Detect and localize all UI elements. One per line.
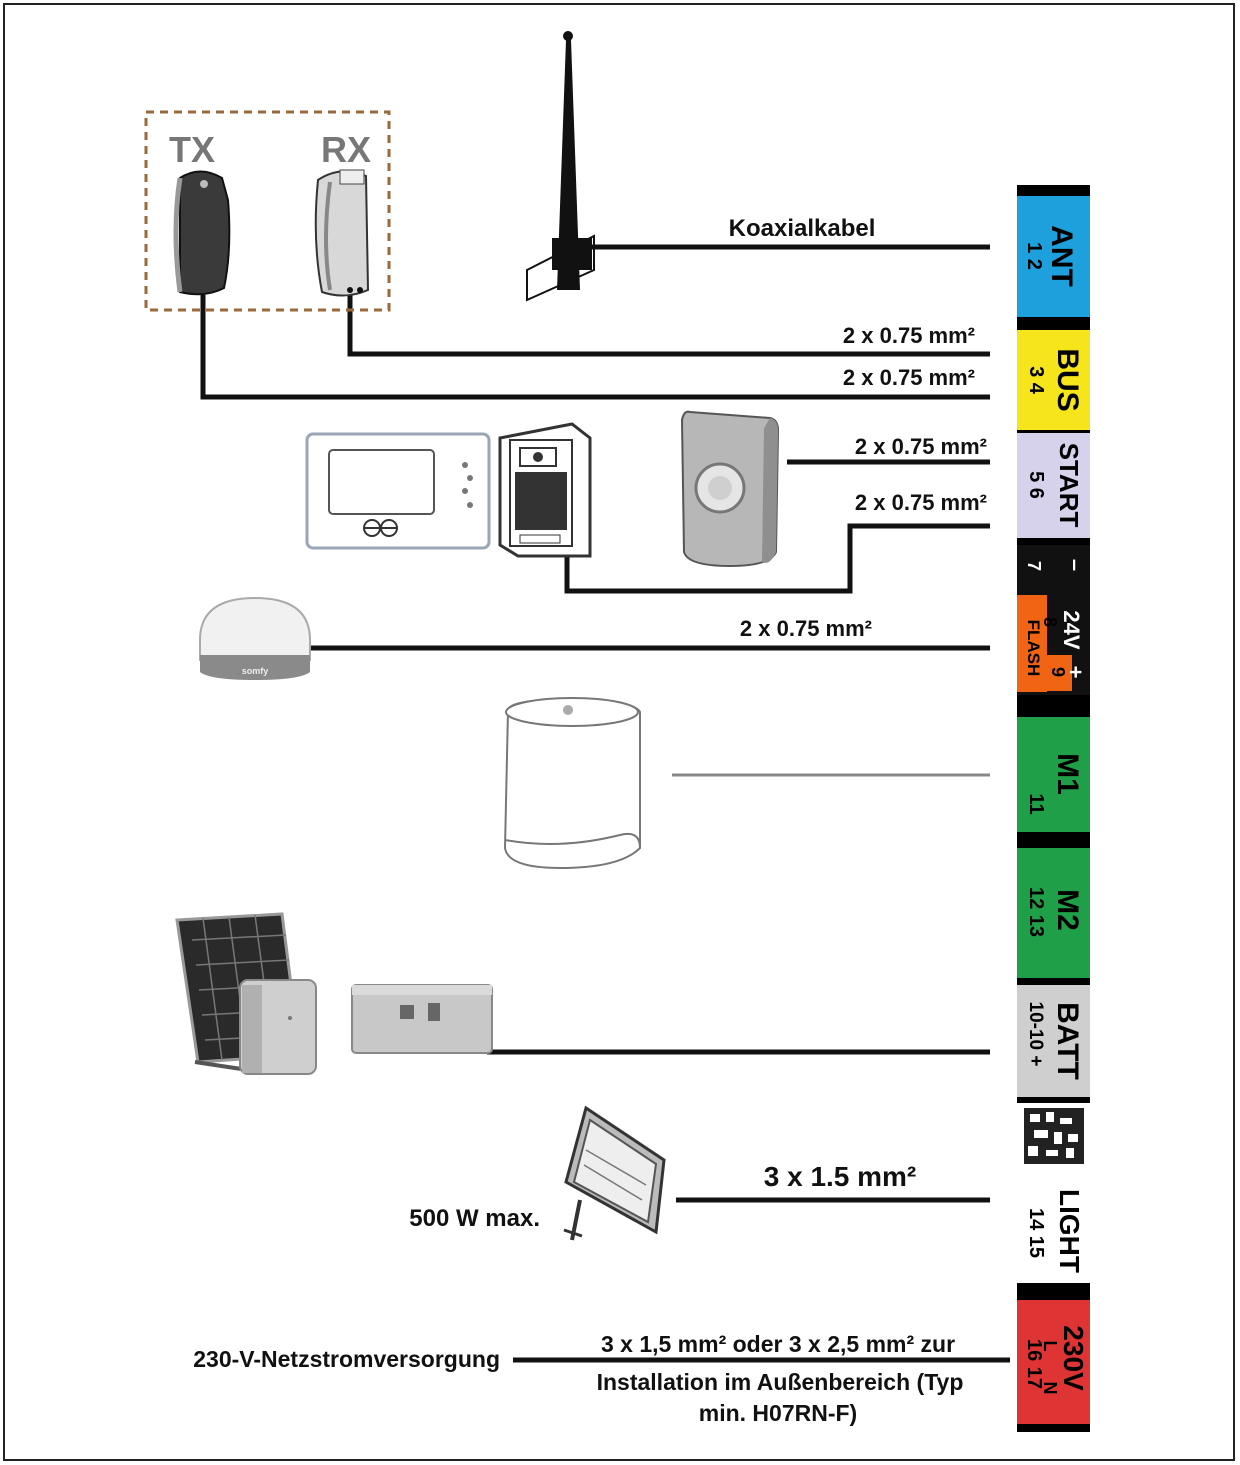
terminal-bus-pins: 3 4 — [1025, 366, 1047, 395]
terminal-ant-name: ANT — [1045, 225, 1078, 287]
terminal-24v-minus: – — [1063, 559, 1088, 571]
cable-label-start-1: 2 x 0.75 mm² — [855, 434, 987, 459]
battery-pack-icon — [351, 984, 493, 1054]
wire-start-2 — [564, 523, 990, 594]
terminal-ant — [1017, 196, 1090, 317]
key-switch-icon — [680, 410, 780, 568]
qr-code-icon — [1024, 1108, 1084, 1164]
cable-label-mains-line3: min. H07RN-F) — [699, 1400, 857, 1426]
cable-label-mains-line1: 3 x 1,5 mm² oder 3 x 2,5 mm² zur — [601, 1331, 955, 1357]
terminal-230v-pins: 16 17 — [1023, 1339, 1045, 1389]
cable-label-light: 3 x 1.5 mm² — [764, 1161, 917, 1192]
terminal-batt-pins: 10-10 + — [1025, 1002, 1046, 1067]
intercom-doorstation-icon — [498, 422, 592, 558]
photocell-dashed-box — [144, 110, 391, 312]
floodlight-icon — [563, 1105, 666, 1241]
terminal-230v-n: N — [1040, 1382, 1060, 1395]
cable-label-start-2: 2 x 0.75 mm² — [855, 490, 987, 515]
cable-label-mains-line2: Installation im Außenbereich (Typ — [597, 1369, 964, 1395]
terminal-24v-plus: + — [1063, 666, 1088, 679]
rx-label: RX — [321, 129, 371, 170]
photocell-tx-icon — [173, 170, 231, 296]
terminal-230v-l: L — [1040, 1341, 1060, 1352]
terminal-24v-name: 24V — [1059, 610, 1084, 649]
flashing-light-brand: somfy — [242, 666, 269, 676]
wire-tx — [200, 295, 990, 400]
photocell-rx-icon — [314, 169, 370, 297]
terminal-start — [1017, 433, 1090, 538]
photocell-group: TX RX — [144, 110, 391, 312]
terminal-light — [1017, 1169, 1090, 1283]
terminal-m1 — [1017, 717, 1090, 832]
terminal-pin7: 7 — [1024, 561, 1044, 571]
cable-label-antenna: Koaxialkabel — [729, 215, 876, 242]
diagram-frame — [3, 3, 1235, 1461]
terminal-start-pins: 5 6 — [1025, 471, 1047, 499]
terminal-strip: ANT 1 2 BUS 3 4 START 5 6 24V – + 7 8 9 … — [1017, 185, 1090, 1432]
terminal-m1-pins: 11 — [1025, 793, 1047, 814]
flashing-light-icon: somfy — [199, 596, 311, 680]
cable-label-rx: 2 x 0.75 mm² — [843, 323, 975, 348]
lamp-power-label: 500 W max. — [409, 1205, 540, 1232]
terminal-bus-name: BUS — [1051, 348, 1084, 411]
terminal-bus — [1017, 330, 1090, 430]
terminal-light-name: LIGHT — [1054, 1189, 1085, 1273]
intercom-monitor-icon — [305, 432, 491, 550]
terminal-start-name: START — [1054, 443, 1084, 528]
terminal-pin9-bg — [1044, 655, 1072, 691]
wire-rx — [347, 295, 990, 357]
terminal-m2 — [1017, 848, 1090, 978]
gate-motor-icon — [503, 697, 641, 870]
terminal-m1-name: M1 — [1051, 753, 1084, 795]
terminal-pin8: 8 — [1040, 617, 1060, 627]
cable-label-flash: 2 x 0.75 mm² — [740, 616, 872, 641]
terminal-230v-name: 230V — [1058, 1325, 1089, 1391]
antenna-icon — [526, 31, 595, 302]
terminal-batt-name: BATT — [1051, 1002, 1084, 1080]
wires — [200, 244, 1010, 1363]
terminal-ant-pins: 1 2 — [1023, 242, 1045, 270]
terminal-light-pins: 14 15 — [1025, 1208, 1047, 1258]
terminal-flash — [1017, 595, 1047, 692]
solar-battery-box-icon — [239, 979, 317, 1075]
terminal-m2-pins: 12 13 — [1025, 887, 1047, 937]
terminal-230v — [1017, 1300, 1090, 1424]
tx-label: TX — [169, 129, 215, 170]
mains-supply-label: 230-V-Netzstromversorgung — [193, 1346, 500, 1372]
terminal-flash-label: FLASH — [1024, 620, 1043, 677]
terminal-pin9: 9 — [1048, 667, 1068, 677]
terminal-m2-name: M2 — [1051, 889, 1084, 931]
terminal-batt — [1017, 985, 1090, 1097]
cable-label-tx: 2 x 0.75 mm² — [843, 365, 975, 390]
